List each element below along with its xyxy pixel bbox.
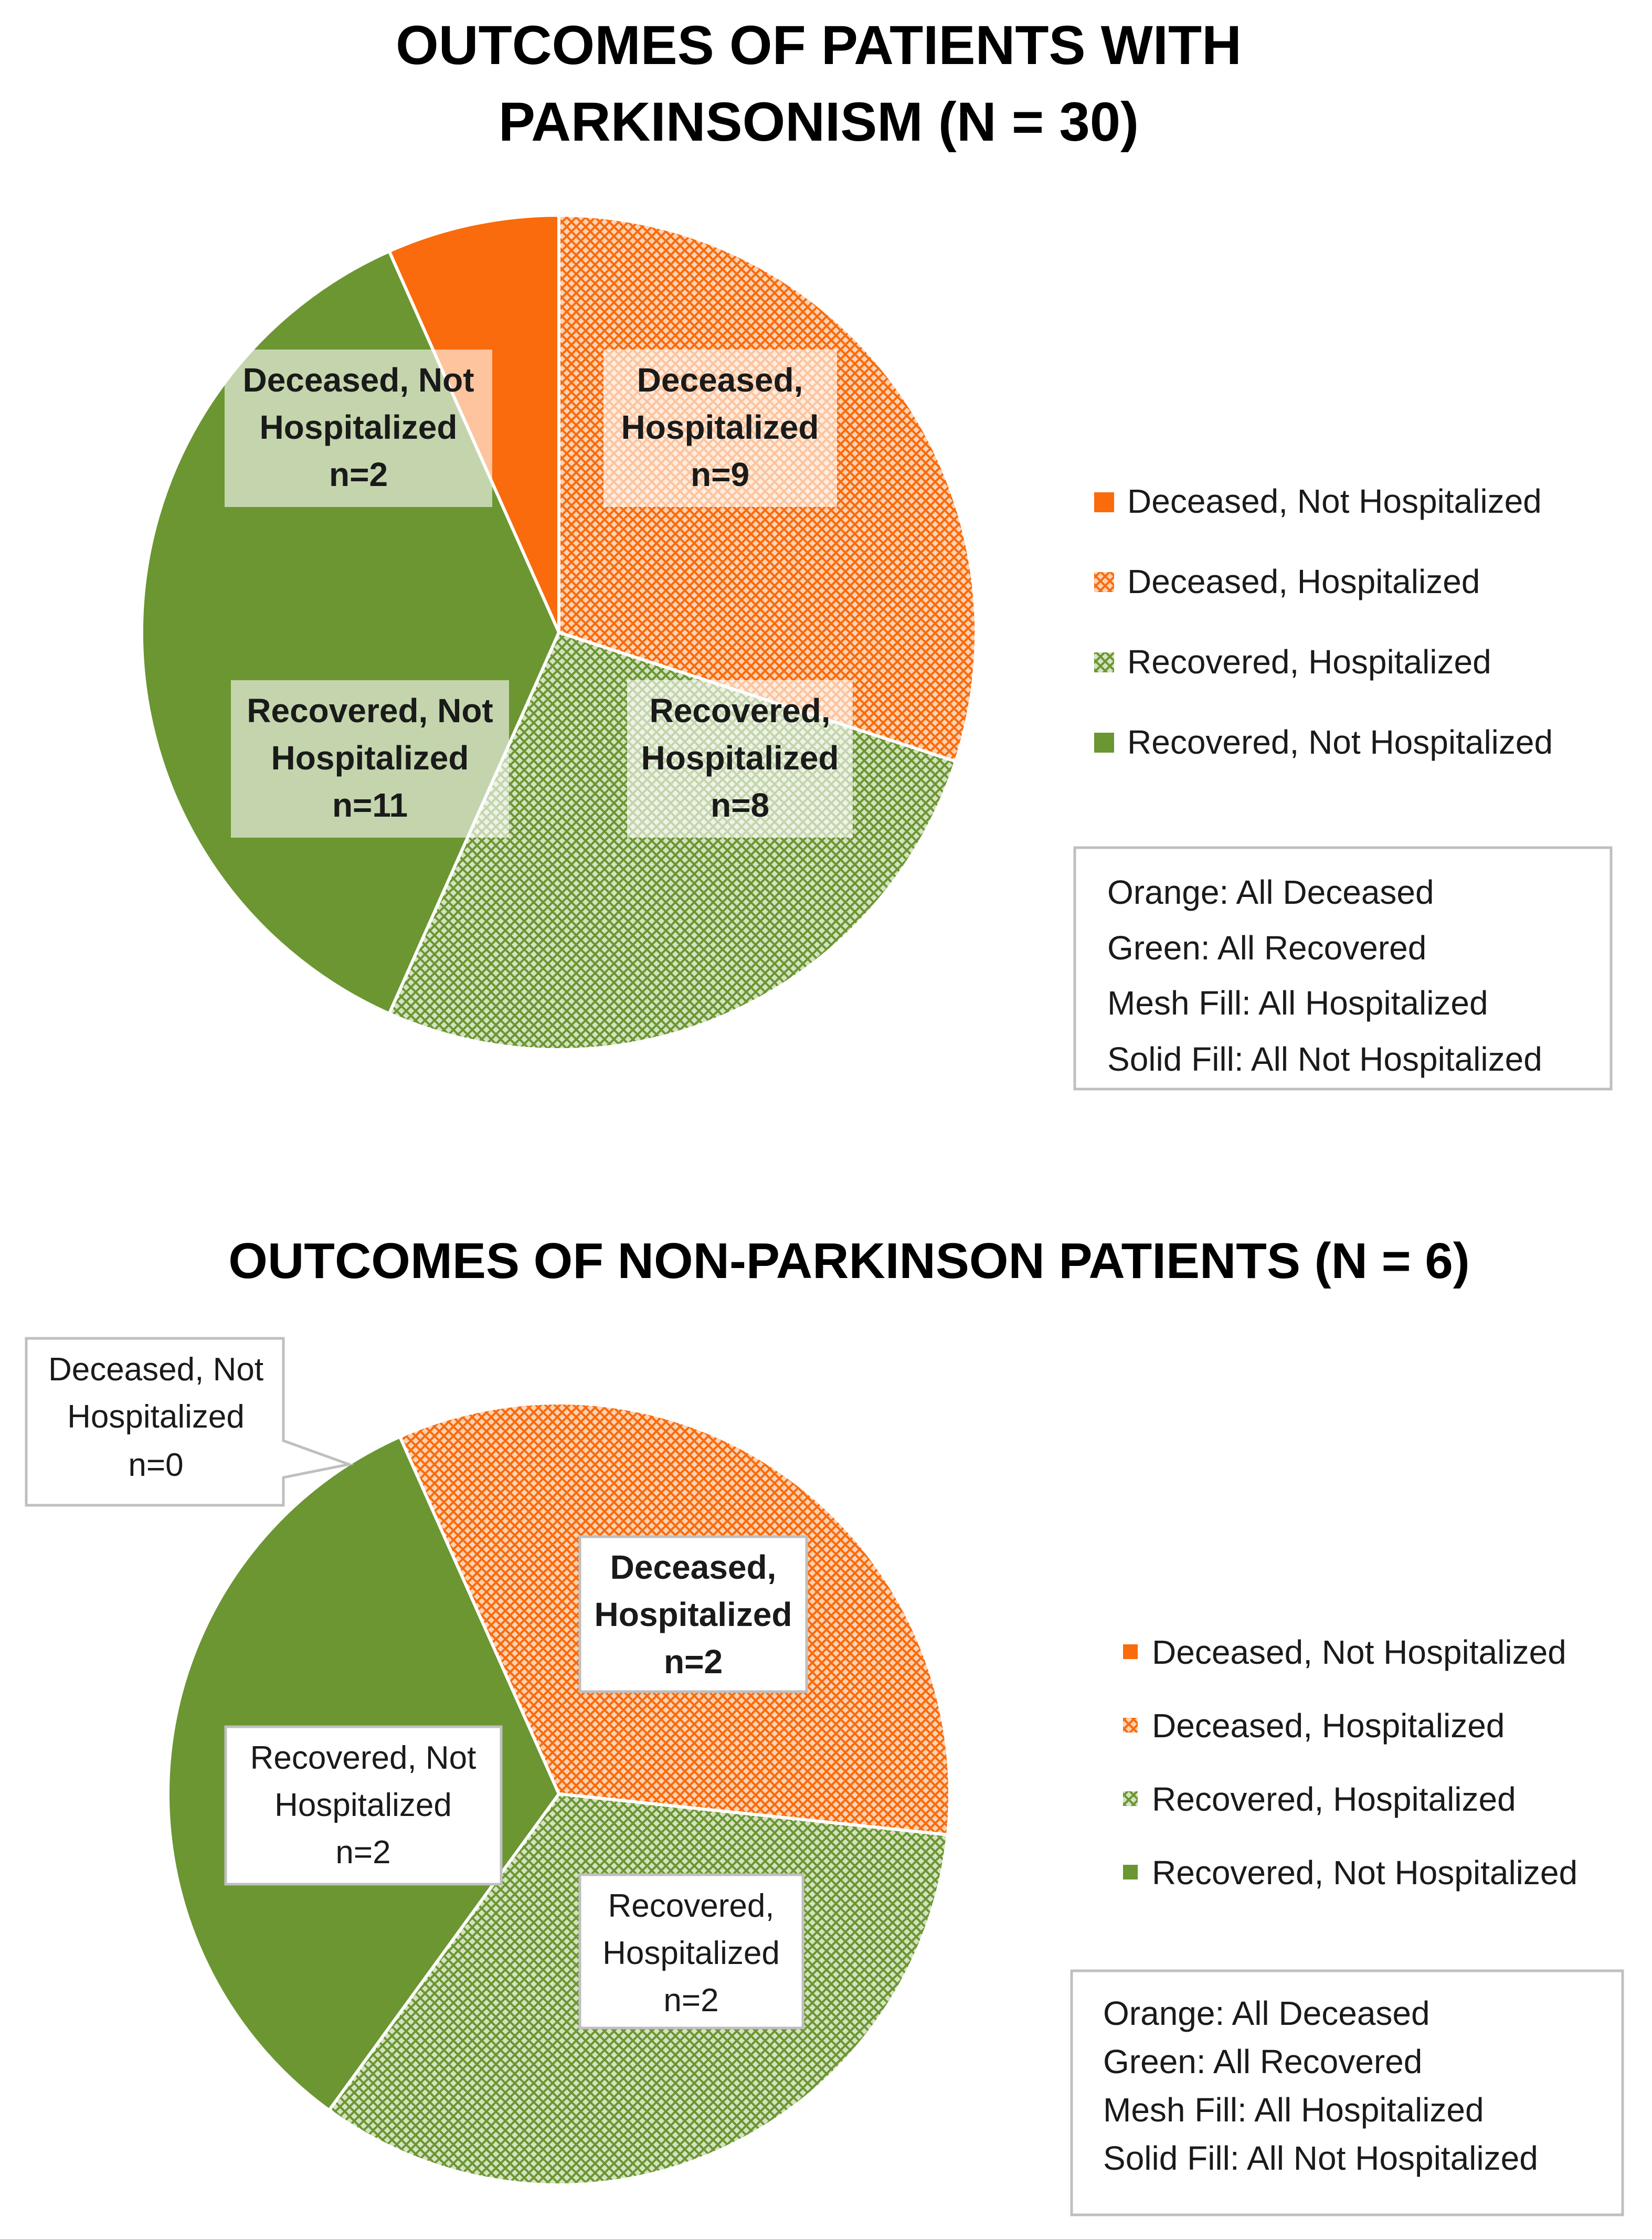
legend-swatch — [1123, 1865, 1138, 1879]
data-label-line: Hospitalized — [602, 1935, 780, 1971]
key-line: Mesh Fill: All Hospitalized — [1103, 2091, 1484, 2129]
chart-1-title-line-2: PARKINSONISM (N = 30) — [499, 91, 1139, 153]
key-line: Solid Fill: All Not Hospitalized — [1107, 1040, 1542, 1078]
data-label-line: Hospitalized — [271, 739, 469, 777]
key-line: Solid Fill: All Not Hospitalized — [1103, 2139, 1538, 2177]
data-label-line: Recovered, — [649, 692, 830, 730]
data-label: Deceased, Hospitalized n=2 — [578, 1535, 808, 1693]
legend-swatch — [1123, 1718, 1138, 1733]
data-label-line: Hospitalized — [641, 739, 839, 777]
data-label: Recovered, Not Hospitalized n=11 — [231, 680, 509, 838]
legend-swatch — [1123, 1791, 1138, 1806]
legend-label: Recovered, Hospitalized — [1127, 643, 1491, 681]
data-label-line: n=2 — [335, 1834, 390, 1871]
data-label-line: Hospitalized — [595, 1596, 792, 1633]
legend-item[interactable]: Recovered, Hospitalized — [1094, 643, 1491, 681]
legend-swatch — [1094, 733, 1114, 753]
legend-label: Deceased, Hospitalized — [1152, 1707, 1505, 1745]
data-label-line: Hospitalized — [260, 408, 458, 446]
data-label-line: Deceased, Not — [242, 361, 474, 399]
data-label: Recovered, Hospitalized n=8 — [627, 680, 853, 838]
chart-1-key-box: Orange: All Deceased Green: All Recovere… — [1073, 846, 1613, 1091]
data-label-line: n=9 — [691, 456, 749, 493]
key-line: Orange: All Deceased — [1107, 873, 1434, 911]
data-label-line: Deceased, — [637, 361, 803, 399]
data-label: Recovered, Not Hospitalized n=2 — [224, 1725, 503, 1886]
legend-item[interactable]: Deceased, Not Hospitalized — [1123, 1633, 1566, 1671]
data-label-callout: Deceased, Not Hospitalized n=0 — [25, 1337, 354, 1507]
data-label-line: Recovered, — [608, 1888, 774, 1924]
chart-1-title-line-1: OUTCOMES OF PATIENTS WITH — [396, 15, 1242, 76]
data-label-line: n=2 — [329, 456, 388, 493]
chart-2-key-box: Orange: All Deceased Green: All Recovere… — [1070, 1969, 1624, 2216]
legend-label: Recovered, Not Hospitalized — [1127, 723, 1553, 761]
chart-2: OUTCOMES OF NON-PARKINSON PATIENTS (N = … — [25, 1233, 1624, 2216]
data-label: Deceased, Hospitalized n=9 — [603, 350, 837, 507]
key-line: Orange: All Deceased — [1103, 1994, 1430, 2032]
callout-box — [25, 1337, 354, 1507]
legend-swatch — [1094, 572, 1114, 592]
data-label-line: n=2 — [664, 1643, 723, 1681]
legend-swatch — [1123, 1644, 1138, 1659]
legend-item[interactable]: Deceased, Hospitalized — [1094, 563, 1480, 600]
data-label: Recovered, Hospitalized n=2 — [578, 1873, 804, 2030]
data-label-line: Recovered, Not — [250, 1740, 476, 1776]
data-label-line: n=2 — [663, 1982, 718, 2019]
legend-item[interactable]: Recovered, Not Hospitalized — [1123, 1854, 1577, 1892]
chart-2-title: OUTCOMES OF NON-PARKINSON PATIENTS (N = … — [228, 1233, 1469, 1289]
legend-item[interactable]: Deceased, Hospitalized — [1123, 1707, 1505, 1745]
data-label-line: Hospitalized — [67, 1399, 245, 1435]
chart-1-legend: Deceased, Not Hospitalized Deceased, Hos… — [1094, 482, 1553, 761]
data-label-line: Deceased, Not — [48, 1351, 263, 1388]
data-label-line: Deceased, — [610, 1548, 777, 1586]
legend-label: Recovered, Hospitalized — [1152, 1780, 1516, 1818]
chart-1-pie — [140, 213, 978, 1052]
data-label-line: n=8 — [711, 786, 769, 824]
legend-item[interactable]: Deceased, Not Hospitalized — [1094, 482, 1542, 520]
key-line: Mesh Fill: All Hospitalized — [1107, 984, 1488, 1022]
legend-swatch — [1094, 492, 1114, 512]
chart-1: OUTCOMES OF PATIENTS WITH PARKINSONISM (… — [140, 15, 1613, 1091]
legend-label: Deceased, Not Hospitalized — [1152, 1633, 1566, 1671]
data-label-line: Hospitalized — [621, 408, 819, 446]
data-label-line: n=0 — [128, 1447, 183, 1483]
legend-label: Deceased, Hospitalized — [1127, 563, 1480, 600]
legend-item[interactable]: Recovered, Not Hospitalized — [1094, 723, 1553, 761]
data-label-line: Hospitalized — [274, 1787, 452, 1823]
chart-2-legend: Deceased, Not Hospitalized Deceased, Hos… — [1123, 1633, 1577, 1892]
data-label-line: n=11 — [332, 786, 408, 824]
data-label: Deceased, Not Hospitalized n=2 — [225, 350, 492, 507]
key-line: Green: All Recovered — [1107, 929, 1426, 967]
legend-swatch — [1094, 652, 1114, 672]
legend-label: Recovered, Not Hospitalized — [1152, 1854, 1577, 1892]
legend-item[interactable]: Recovered, Hospitalized — [1123, 1780, 1516, 1818]
data-label-line: Recovered, Not — [247, 692, 493, 730]
legend-label: Deceased, Not Hospitalized — [1127, 482, 1542, 520]
key-line: Green: All Recovered — [1103, 2043, 1422, 2080]
